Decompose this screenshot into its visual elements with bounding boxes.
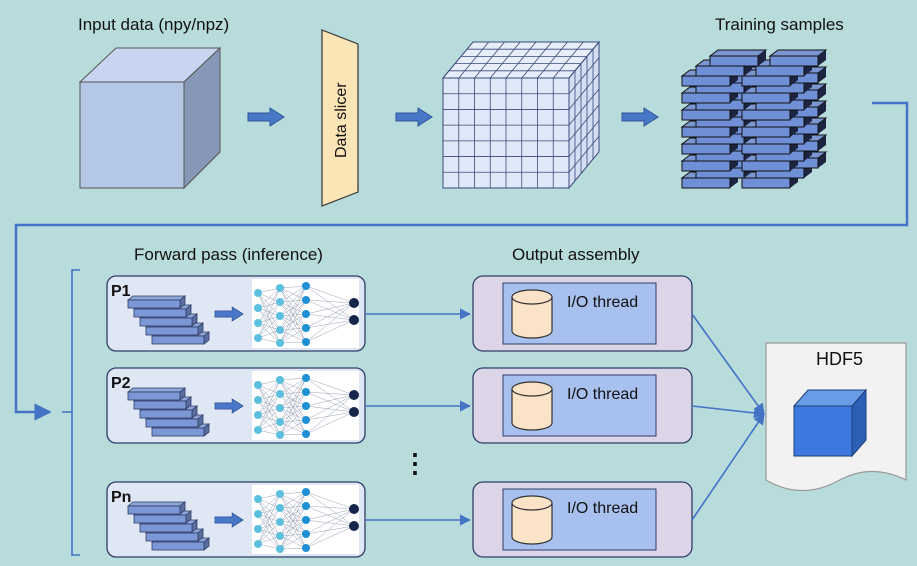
sample-slab [769, 49, 827, 67]
hdf5-arrow [691, 405, 766, 419]
ellipsis: ⋮ [402, 448, 428, 478]
training-samples-label: Training samples [715, 15, 844, 34]
arrow-2 [395, 107, 433, 127]
sliced-grid-cube [441, 40, 601, 190]
data-slicer-label: Data slicer [333, 82, 350, 158]
hdf5-arrow [691, 413, 765, 521]
forward-pass-label: Forward pass (inference) [134, 245, 323, 264]
hdf5-cube [792, 388, 868, 458]
output-assembly-label: Output assembly [512, 245, 640, 264]
database-icon [511, 381, 553, 431]
process-row: P1I/O thread [106, 275, 765, 415]
connector-line [14, 101, 909, 421]
arrow-3 [621, 107, 659, 127]
database-icon [511, 495, 553, 545]
neural-network-icon [254, 282, 359, 347]
io-thread-label: I/O thread [567, 294, 638, 311]
process-name: P1 [111, 283, 131, 300]
process-name: P2 [111, 375, 131, 392]
hdf5-label: HDF5 [816, 349, 863, 369]
process-row: P2I/O thread [106, 367, 766, 444]
io-thread-label: I/O thread [567, 500, 638, 517]
input-data-label: Input data (npy/npz) [78, 15, 229, 34]
data-slicer: Data slicer [321, 29, 359, 207]
neural-network-icon [254, 374, 359, 439]
training-samples-stack [681, 49, 827, 189]
process-row: PnI/O thread [106, 413, 765, 558]
input-data-cube [78, 46, 222, 190]
database-icon [511, 289, 553, 339]
process-brace [62, 269, 80, 556]
io-thread-label: I/O thread [567, 386, 638, 403]
hdf5-arrow [691, 313, 765, 415]
neural-network-icon [254, 488, 359, 553]
process-name: Pn [111, 489, 131, 506]
hdf5-file: HDF5 [765, 342, 907, 492]
sample-slab [709, 49, 767, 67]
arrow-1 [247, 107, 285, 127]
